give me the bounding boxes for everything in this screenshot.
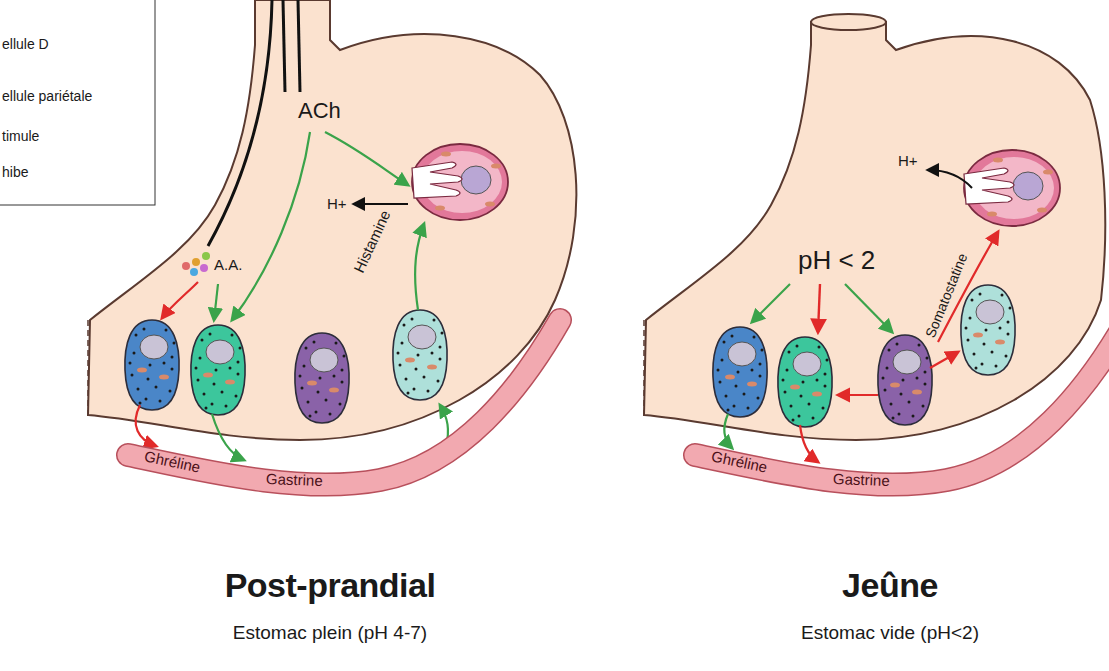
- legend-text: ellule D: [2, 36, 49, 52]
- label-text: H+: [898, 152, 918, 169]
- panel-title: Post-prandial: [225, 566, 436, 605]
- legend-text: ellule pariétale: [2, 88, 92, 104]
- vessel-band: GhrélineGastrine: [110, 300, 580, 510]
- blood-vessel: [677, 300, 1109, 510]
- label-text: Estomac vide (pH<2): [801, 622, 979, 644]
- legend-text: hibe: [2, 164, 28, 180]
- label-text: Somatostatine: [922, 251, 970, 340]
- label-text: ACh: [298, 98, 341, 123]
- panel-title: Jeûne: [842, 566, 938, 605]
- vessel-band: GhrélineGastrine: [677, 300, 1109, 510]
- blood-vessel: [110, 300, 580, 510]
- label-text: H+: [327, 195, 347, 212]
- label-text: Histamine: [350, 208, 394, 276]
- label-text: Estomac plein (pH 4-7): [233, 622, 427, 644]
- stomach-right: [644, 14, 1105, 462]
- label-text: A.A.: [214, 256, 242, 273]
- hormone-label: Gastrine: [265, 470, 322, 489]
- legend-text: timule: [2, 128, 39, 144]
- legend-box: [0, 0, 155, 205]
- label-text: pH < 2: [798, 246, 875, 276]
- hormone-label: Gastrine: [832, 470, 889, 489]
